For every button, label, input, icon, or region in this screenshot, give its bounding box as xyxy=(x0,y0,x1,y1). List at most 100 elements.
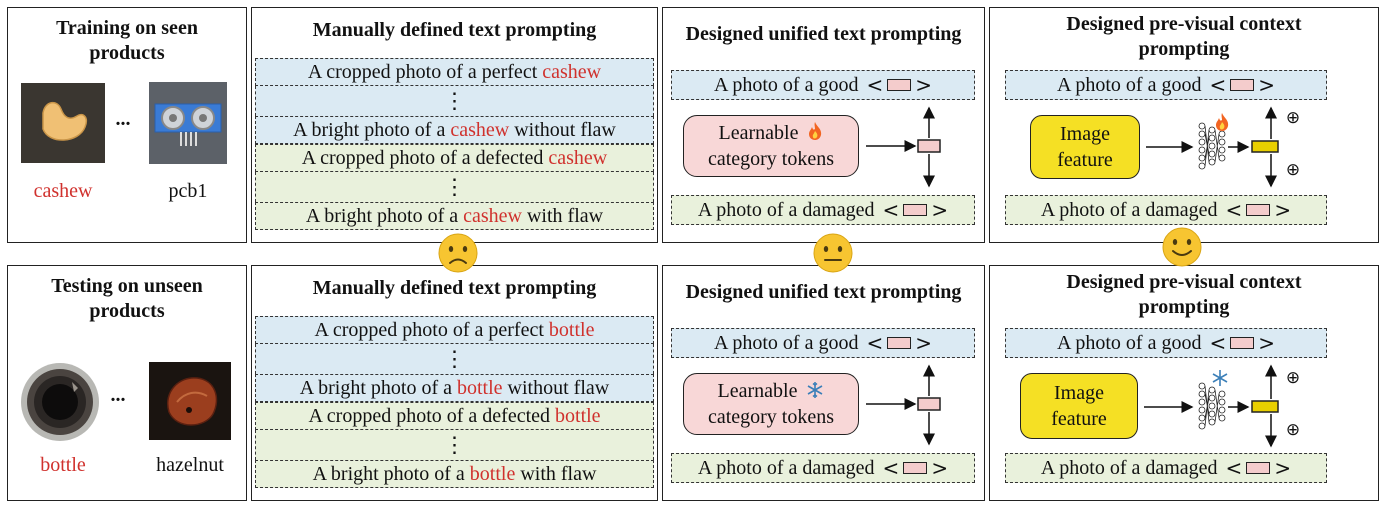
box-text: Image xyxy=(1060,123,1110,145)
prompt-text: A cropped photo of a defected xyxy=(301,147,549,169)
prompt-row: A bright photo of a cashew without flaw xyxy=(255,116,654,144)
learnable-tokens-box: Learnable category tokens xyxy=(683,115,859,177)
unified-prompting-panel: Designed unified text prompting A photo … xyxy=(662,7,985,243)
plus-icon: ⊕ xyxy=(1285,368,1301,388)
network-icon xyxy=(1198,382,1226,430)
visual-token-node xyxy=(1251,140,1279,153)
fire-icon xyxy=(809,122,822,140)
prompt-text: with flaw xyxy=(521,205,604,227)
plus-icon: ⊕ xyxy=(1285,420,1301,440)
image-feature-box: Image feature xyxy=(1030,115,1140,179)
token-box xyxy=(887,79,912,91)
category-word: bottle xyxy=(548,319,595,341)
box-text: feature xyxy=(1057,149,1113,171)
prompt-row: A bright photo of a cashew with flaw xyxy=(255,202,654,230)
token-box xyxy=(1246,462,1271,474)
token-node xyxy=(917,397,941,411)
vertical-dots: ⋮ xyxy=(443,346,466,371)
previsual-arrows xyxy=(1144,364,1279,448)
prompt-text: without flaw xyxy=(502,377,610,399)
chevron-right-icon: > xyxy=(1258,331,1275,355)
box-text: category tokens xyxy=(707,406,835,428)
prompt-text: A cropped photo of a perfect xyxy=(314,319,549,341)
category-word: bottle xyxy=(555,405,601,427)
box-text: feature xyxy=(1051,408,1107,430)
learnable-tokens-box: Learnable category tokens xyxy=(683,373,859,435)
chevron-left-icon: < xyxy=(1225,198,1243,222)
previsual-prompting-panel: Designed pre-visual context prompting A … xyxy=(989,265,1379,501)
panel-title: Designed unified text prompting xyxy=(685,23,962,45)
token-box xyxy=(903,204,928,216)
manual-prompting-panel: Manually defined text prompting A croppe… xyxy=(251,265,658,501)
unified-arrows xyxy=(866,364,941,446)
visual-token-node xyxy=(1251,400,1279,413)
fire-icon xyxy=(1216,113,1229,131)
panel-title: Testing on unseen products xyxy=(51,275,203,322)
token-box xyxy=(887,337,912,349)
dots-row: ⋮ xyxy=(255,344,654,374)
panel-title: Designed pre-visual context prompting xyxy=(1066,271,1302,318)
chevron-right-icon: > xyxy=(1258,73,1275,97)
box-text: category tokens xyxy=(707,148,835,170)
chevron-left-icon: < xyxy=(1209,73,1227,97)
ellipsis: ... xyxy=(115,108,131,130)
prompt-text: without flaw xyxy=(509,119,616,141)
plus-icon: ⊕ xyxy=(1285,108,1301,128)
prompt-text: A photo of a damaged xyxy=(1040,199,1218,221)
dots-row: ⋮ xyxy=(255,430,654,460)
chevron-left-icon: < xyxy=(882,456,900,480)
chevron-left-icon: < xyxy=(866,73,884,97)
sad-face-icon xyxy=(438,233,478,273)
category-word: bottle xyxy=(469,463,516,485)
chevron-left-icon: < xyxy=(882,198,900,222)
token-box xyxy=(1246,204,1271,216)
good-prompt-row: A photo of a good < > xyxy=(671,70,975,100)
category-word: cashew xyxy=(548,147,608,169)
prompt-row: A cropped photo of a defected bottle xyxy=(255,402,654,430)
previsual-arrows xyxy=(1146,106,1279,188)
chevron-right-icon: > xyxy=(1274,198,1292,222)
unified-prompting-panel: Designed unified text prompting A photo … xyxy=(662,265,985,501)
damaged-prompt-row: A photo of a damaged < > xyxy=(1005,195,1327,225)
prompt-row: A cropped photo of a perfect cashew xyxy=(255,58,654,86)
box-text: Learnable xyxy=(717,380,798,402)
neutral-face-icon xyxy=(813,233,853,273)
token-box xyxy=(903,462,928,474)
prompt-text: A bright photo of a xyxy=(293,119,451,141)
box-text: Image xyxy=(1054,382,1104,404)
prompt-text: A photo of a damaged xyxy=(697,457,875,479)
chevron-right-icon: > xyxy=(915,73,932,97)
prompt-text: with flaw xyxy=(515,463,597,485)
prompt-text: A cropped photo of a perfect xyxy=(307,61,543,83)
product-label-hazelnut: hazelnut xyxy=(156,454,224,476)
vertical-dots: ⋮ xyxy=(443,174,466,199)
prompt-row: A bright photo of a bottle with flaw xyxy=(255,460,654,488)
token-node xyxy=(917,139,941,153)
dots-row: ⋮ xyxy=(255,172,654,202)
chevron-right-icon: > xyxy=(1274,456,1292,480)
good-prompt-row: A photo of a good <> xyxy=(1005,328,1327,358)
ellipsis: ... xyxy=(110,384,126,406)
image-feature-box: Image feature xyxy=(1020,373,1138,439)
pcb1-image xyxy=(149,82,227,164)
previsual-prompting-panel: Designed pre-visual context prompting A … xyxy=(989,7,1379,243)
seen-products-panel: Training on seen products ... cashew pcb… xyxy=(7,7,247,243)
panel-title: Designed pre-visual context prompting xyxy=(1066,13,1302,60)
panel-title: Training on seen products xyxy=(56,17,198,64)
plus-icon: ⊕ xyxy=(1285,160,1301,180)
token-box xyxy=(1230,337,1255,349)
damaged-prompt-row: A photo of a damaged <> xyxy=(671,195,975,225)
damaged-prompt-row: A photo of a damaged < > xyxy=(671,453,975,483)
hazelnut-image xyxy=(149,362,231,440)
prompt-text: A photo of a good xyxy=(714,74,859,96)
vertical-dots: ⋮ xyxy=(443,432,466,457)
snowflake-icon xyxy=(808,382,823,398)
damaged-prompt-row: A photo of a damaged <> xyxy=(1005,453,1327,483)
cashew-image xyxy=(21,83,105,163)
product-label-cashew: cashew xyxy=(33,180,93,202)
product-label-bottle: bottle xyxy=(40,454,86,476)
prompt-text: A photo of a damaged xyxy=(697,199,875,221)
manual-prompting-panel: Manually defined text prompting A croppe… xyxy=(251,7,658,243)
chevron-right-icon: > xyxy=(931,456,949,480)
panel-title: Designed unified text prompting xyxy=(685,281,962,303)
